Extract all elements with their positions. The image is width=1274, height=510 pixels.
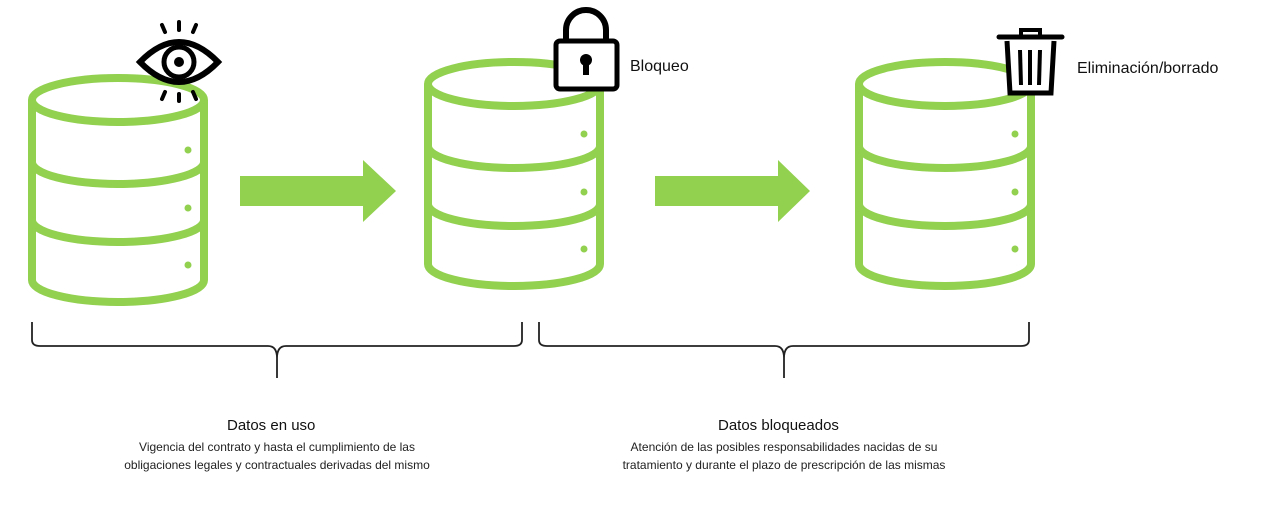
bracket-blocked <box>538 322 1030 378</box>
delete-label: Eliminación/borrado <box>1077 60 1219 77</box>
arrow-right-icon <box>655 160 810 222</box>
eye-icon <box>135 20 223 103</box>
desc-line: Vigencia del contrato y hasta el cumplim… <box>139 440 415 454</box>
lock-label: Bloqueo <box>630 58 689 75</box>
desc-line: tratamiento y durante el plazo de prescr… <box>622 458 946 472</box>
section-desc-blocked: Atención de las posibles responsabilidad… <box>623 438 946 474</box>
arrow-right-icon <box>240 160 396 222</box>
trash-icon <box>996 28 1065 96</box>
desc-line: obligaciones legales y contractuales der… <box>124 458 430 472</box>
section-title-blocked: Datos bloqueados <box>718 417 839 434</box>
bracket-in-use <box>31 322 523 378</box>
padlock-icon <box>553 7 620 92</box>
section-title-in-use: Datos en uso <box>227 417 316 434</box>
database-deleted <box>859 62 1031 286</box>
desc-line: Atención de las posibles responsabilidad… <box>630 440 938 454</box>
section-desc-in-use: Vigencia del contrato y hasta el cumplim… <box>124 438 430 474</box>
database-in-use <box>32 78 204 302</box>
database-blocked <box>428 62 600 286</box>
